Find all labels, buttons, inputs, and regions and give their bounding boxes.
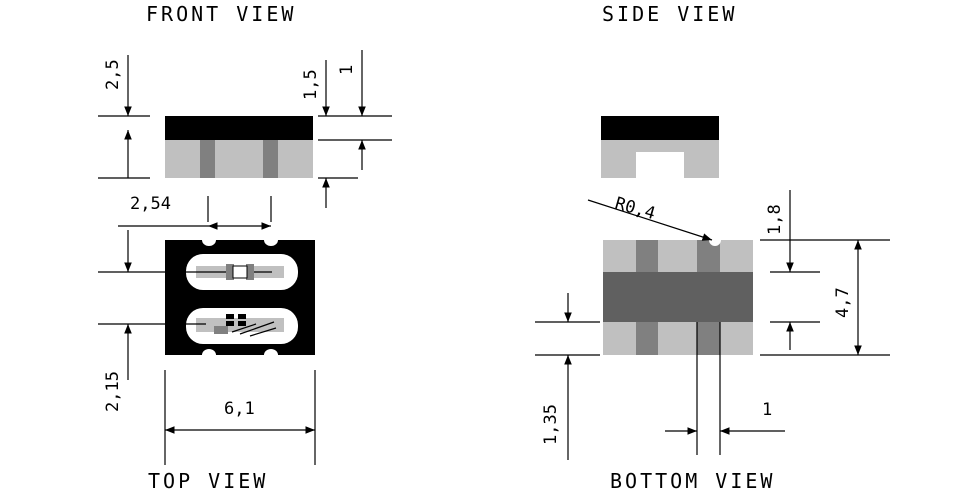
top-view: 2,54 2,15 6,1 TOP VIE	[98, 194, 316, 493]
dim-pad-width: 1	[762, 400, 772, 420]
front-pad-left	[200, 140, 215, 178]
dim-top-pad-spacing: 2,15	[103, 371, 123, 412]
diode-chip-upper	[232, 265, 248, 279]
front-pad-right	[263, 140, 278, 178]
dim-radius: R0,4	[613, 194, 658, 225]
front-body	[165, 140, 313, 178]
front-top-layer	[165, 116, 313, 140]
bottom-view-title: BOTTOM VIEW	[610, 469, 775, 493]
side-view: SIDE VIEW	[601, 2, 737, 178]
side-body	[601, 140, 719, 178]
side-view-title: SIDE VIEW	[602, 2, 737, 26]
top-view-title: TOP VIEW	[148, 469, 268, 493]
dim-pitch: 2,54	[130, 194, 171, 214]
side-top-layer	[601, 116, 719, 140]
radius-notch	[709, 234, 721, 246]
dim-side-pad: 1,8	[765, 204, 785, 235]
front-view: FRONT VIEW 2,5 1,5 1	[98, 2, 392, 208]
dim-total-height: 4,7	[833, 287, 853, 318]
front-view-title: FRONT VIEW	[146, 2, 296, 26]
dim-front-height: 2,5	[103, 59, 123, 90]
dim-width: 6,1	[224, 399, 255, 419]
dim-bottom-pad: 1,35	[541, 404, 561, 445]
bottom-center-band	[603, 272, 753, 322]
bottom-view: R0,4 1,8 4,7 1,35 1 BOTTOM VIEW	[535, 190, 890, 493]
dim-front-offset: 1	[337, 65, 357, 75]
dim-front-top-layer: 1,5	[301, 69, 321, 100]
